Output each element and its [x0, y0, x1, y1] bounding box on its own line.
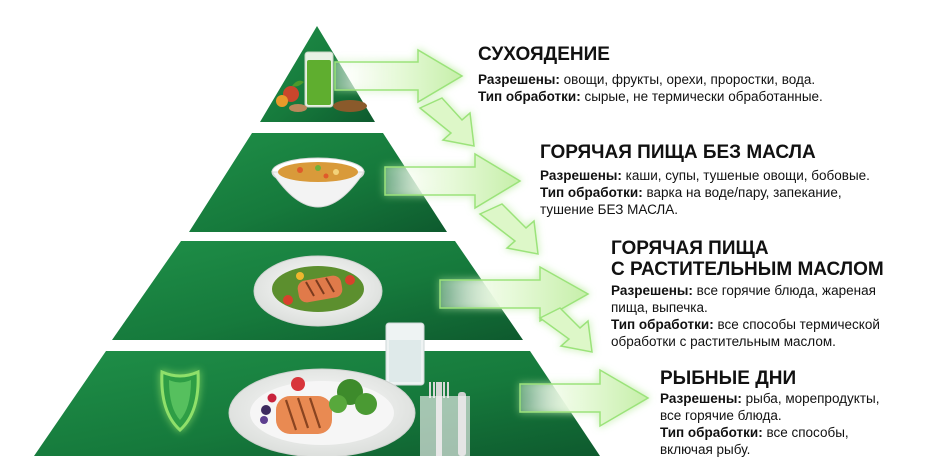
processing-value: все способы, [766, 425, 849, 440]
tier-4-title: РЫБНЫЕ ДНИ [660, 368, 797, 389]
seeds-pile [333, 100, 367, 112]
broccoli-2 [355, 393, 377, 415]
tier-4-text: РЫБНЫЕ ДНИ Разрешены: рыба, морепродукты… [660, 368, 879, 458]
tier-1-allowed: Разрешены: овощи, фрукты, орехи, пророст… [478, 71, 823, 88]
strawberry [291, 377, 305, 391]
bowl-body [271, 171, 365, 208]
tier-2-allowed: Разрешены: каши, супы, тушеные овощи, бо… [540, 167, 870, 184]
tier-4-processing: Тип обработки: все способы, [660, 424, 879, 441]
allowed-label: Разрешены: [540, 168, 622, 183]
tier-3-title-line-1: ГОРЯЧАЯ ПИЩА [611, 238, 769, 259]
allowed-value: овощи, фрукты, орехи, проростки, вода. [563, 72, 816, 87]
tier-3-allowed-cont: пища, выпечка. [611, 300, 708, 315]
allowed-value: каши, супы, тушеные овощи, бобовые. [625, 168, 870, 183]
pepper [296, 272, 304, 280]
green-smoothie-and-fruit-icon [276, 51, 367, 112]
broccoli-3 [329, 395, 347, 413]
berry-3 [260, 416, 268, 424]
tier-1-processing: Тип обработки: сырые, не термически обра… [478, 88, 823, 105]
napkin [420, 396, 470, 456]
tier-3-text: ГОРЯЧАЯ ПИЩА С РАСТИТЕЛЬНЫМ МАСЛОМ Разре… [611, 238, 884, 350]
tier-2-processing: Тип обработки: варка на воде/пару, запек… [540, 184, 870, 201]
arrow-tier-2 [384, 152, 522, 210]
soup-veg-2 [315, 165, 321, 171]
water [389, 340, 421, 382]
arrow-tier-1 [334, 48, 464, 104]
tier-2-title: ГОРЯЧАЯ ПИЩА БЕЗ МАСЛА [540, 142, 816, 163]
soup-bowl-icon [271, 157, 365, 208]
tier-2-text: ГОРЯЧАЯ ПИЩА БЕЗ МАСЛА Разрешены: каши, … [540, 142, 870, 218]
processing-value: все способы термической [717, 317, 880, 332]
processing-value: сырые, не термически обработанные. [584, 89, 823, 104]
processing-value: варка на воде/пару, запекание, [646, 185, 842, 200]
smoothie-liquid [307, 60, 331, 105]
processing-label: Тип обработки: [611, 317, 714, 332]
grill-marks [305, 277, 335, 297]
arrows [334, 48, 650, 428]
tier-3-processing-cont: обработки с растительным маслом. [611, 334, 836, 349]
berry-1 [261, 405, 271, 415]
allowed-value: рыба, морепродукты, [745, 391, 880, 406]
tomato-2 [345, 275, 355, 285]
tier-2-processing-cont: тушение БЕЗ МАСЛА. [540, 202, 679, 217]
arrow-down-2 [478, 203, 539, 255]
fork-tines [429, 382, 449, 398]
leaf [292, 80, 304, 87]
salmon-grill [284, 397, 322, 431]
orange [276, 95, 288, 107]
tier-3-processing: Тип обработки: все способы термической [611, 316, 884, 333]
nuts [289, 104, 307, 112]
tier-3-allowed: Разрешены: все горячие блюда, жареная [611, 282, 884, 299]
soup [278, 162, 358, 182]
tier-4-allowed: Разрешены: рыба, морепродукты, [660, 390, 879, 407]
fish-with-vegetables-plate-icon [253, 255, 383, 327]
shield-inner [169, 380, 191, 420]
tier-4-processing-cont: включая рыбу. [660, 442, 751, 457]
soup-veg-1 [297, 167, 303, 173]
tomato-1 [283, 295, 293, 305]
soup-veg-3 [333, 169, 339, 175]
processing-label: Тип обработки: [540, 185, 643, 200]
arrow-tier-4 [519, 368, 650, 428]
berry-2 [267, 393, 277, 403]
tier-1-title: СУХОЯДЕНИЕ [478, 44, 610, 65]
tier-1-text: СУХОЯДЕНИЕ Разрешены: овощи, фрукты, оре… [478, 44, 823, 105]
allowed-label: Разрешены: [611, 283, 693, 298]
processing-label: Тип обработки: [660, 425, 763, 440]
allowed-label: Разрешены: [478, 72, 560, 87]
allowed-value: все горячие блюда, жареная [696, 283, 876, 298]
tier-4-allowed-cont: все горячие блюда. [660, 408, 782, 423]
salmon-plate-and-shield-icon [160, 322, 470, 456]
allowed-label: Разрешены: [660, 391, 742, 406]
arrow-down-3 [538, 307, 593, 353]
tier-3-title-line-2: С РАСТИТЕЛЬНЫМ МАСЛОМ [611, 259, 884, 280]
arrow-tier-3 [439, 265, 590, 323]
arrow-down-1 [418, 97, 475, 147]
soup-veg-4 [323, 173, 329, 179]
processing-label: Тип обработки: [478, 89, 581, 104]
